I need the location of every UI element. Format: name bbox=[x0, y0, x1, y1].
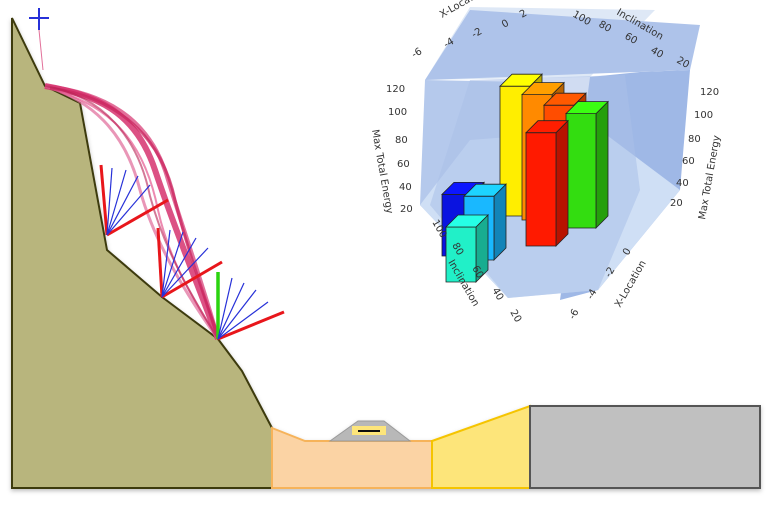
x-tick-label: -2 bbox=[470, 26, 484, 41]
z-axis-left-ticks: 120 100 80 60 40 20 bbox=[386, 84, 413, 215]
z-tick-label: 60 bbox=[682, 156, 695, 167]
z-axis-title-right: Max Total Energy bbox=[697, 134, 723, 220]
bar-side-face bbox=[493, 183, 507, 261]
x-tick-label: -6 bbox=[410, 46, 424, 61]
x-axis-top-ticks: -6 -4 -2 0 2 bbox=[410, 8, 529, 61]
z-tick-label: 40 bbox=[676, 178, 689, 189]
crosshair-icon bbox=[29, 8, 49, 71]
bar-top-face bbox=[463, 183, 507, 197]
y-tick-label: 20 bbox=[507, 308, 523, 325]
cross-section bbox=[11, 17, 761, 489]
x-axis-bottom-ticks: -6 -4 -2 0 bbox=[567, 246, 634, 321]
chart-bars bbox=[441, 73, 609, 283]
vector-group-2 bbox=[156, 227, 223, 299]
z-axis-right-ticks: 120 100 80 60 40 20 bbox=[670, 87, 719, 209]
bar-top-face bbox=[525, 120, 569, 134]
x-tick-label: -2 bbox=[603, 265, 618, 279]
x-tick-label: -4 bbox=[442, 36, 456, 51]
x-tick-label: -6 bbox=[567, 307, 582, 321]
bar-top-face bbox=[521, 82, 565, 95]
bar-7 bbox=[445, 214, 489, 283]
impact-vectors bbox=[99, 164, 285, 341]
vector-group-3 bbox=[216, 272, 285, 341]
x-axis-title-bottom: X-Location bbox=[613, 259, 649, 310]
z-tick-label: 20 bbox=[670, 198, 683, 209]
z-tick-label: 80 bbox=[688, 134, 701, 145]
x-tick-label: 0 bbox=[621, 246, 634, 257]
x-tick-label: -4 bbox=[585, 287, 600, 301]
vector-group-1 bbox=[99, 164, 169, 237]
embankment-fill bbox=[431, 404, 531, 489]
bar-4 bbox=[565, 100, 609, 229]
road-block bbox=[529, 405, 761, 489]
bar-front-face bbox=[565, 113, 597, 229]
z-tick-label: 80 bbox=[395, 135, 408, 146]
x-tick-label: 2 bbox=[518, 8, 529, 21]
bar-top-face bbox=[565, 101, 609, 114]
z-axis-title-left: Max Total Energy bbox=[369, 129, 395, 215]
bar-top-face bbox=[445, 214, 489, 228]
bar-top-face bbox=[499, 73, 543, 87]
z-tick-label: 60 bbox=[397, 159, 410, 170]
bar-3 bbox=[525, 119, 569, 247]
energy-3d-bar-chart: 120 100 80 60 40 20 120 100 80 60 40 20 … bbox=[369, 0, 723, 325]
z-tick-label: 100 bbox=[694, 110, 713, 121]
bar-front-face bbox=[525, 132, 557, 247]
bar-top-face bbox=[543, 92, 587, 106]
z-tick-label: 40 bbox=[399, 182, 412, 193]
z-tick-label: 20 bbox=[400, 204, 413, 215]
bar-side-face bbox=[555, 119, 569, 247]
chart-back-panel bbox=[425, 10, 700, 80]
z-tick-label: 120 bbox=[386, 84, 405, 95]
trajectory-band bbox=[44, 83, 221, 341]
z-tick-label: 100 bbox=[388, 107, 407, 118]
bar-side-face bbox=[595, 100, 609, 229]
x-tick-label: 0 bbox=[500, 18, 511, 31]
z-tick-label: 120 bbox=[700, 87, 719, 98]
